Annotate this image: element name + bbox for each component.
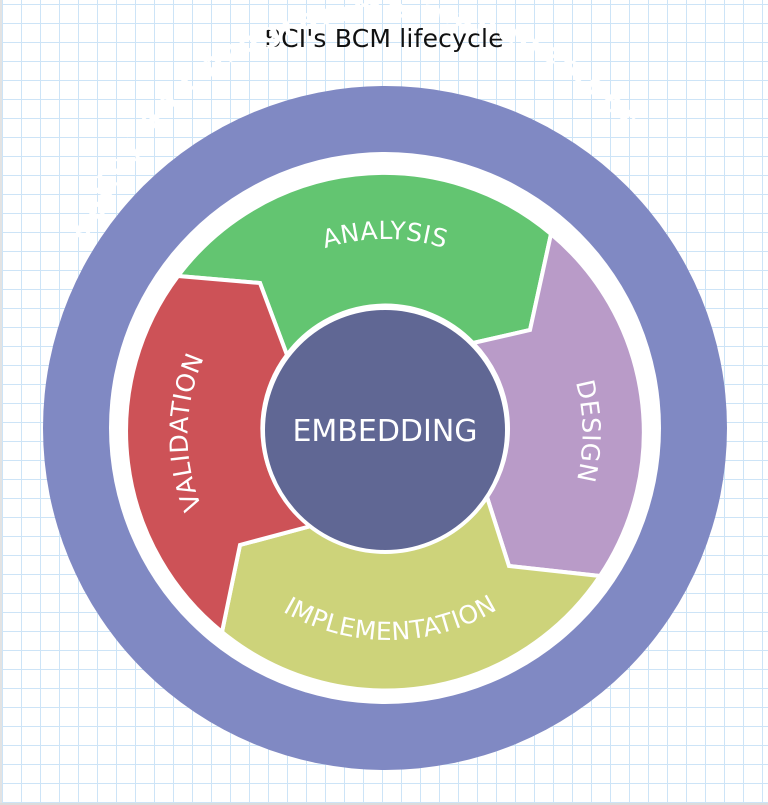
frame-border-bottom bbox=[0, 803, 768, 805]
embedding-label: EMBEDDING bbox=[292, 414, 477, 449]
diagram-title: BCI's BCM lifecycle bbox=[264, 24, 504, 53]
frame-border-left bbox=[0, 0, 2, 805]
embedding-center-circle[interactable] bbox=[261, 306, 509, 554]
